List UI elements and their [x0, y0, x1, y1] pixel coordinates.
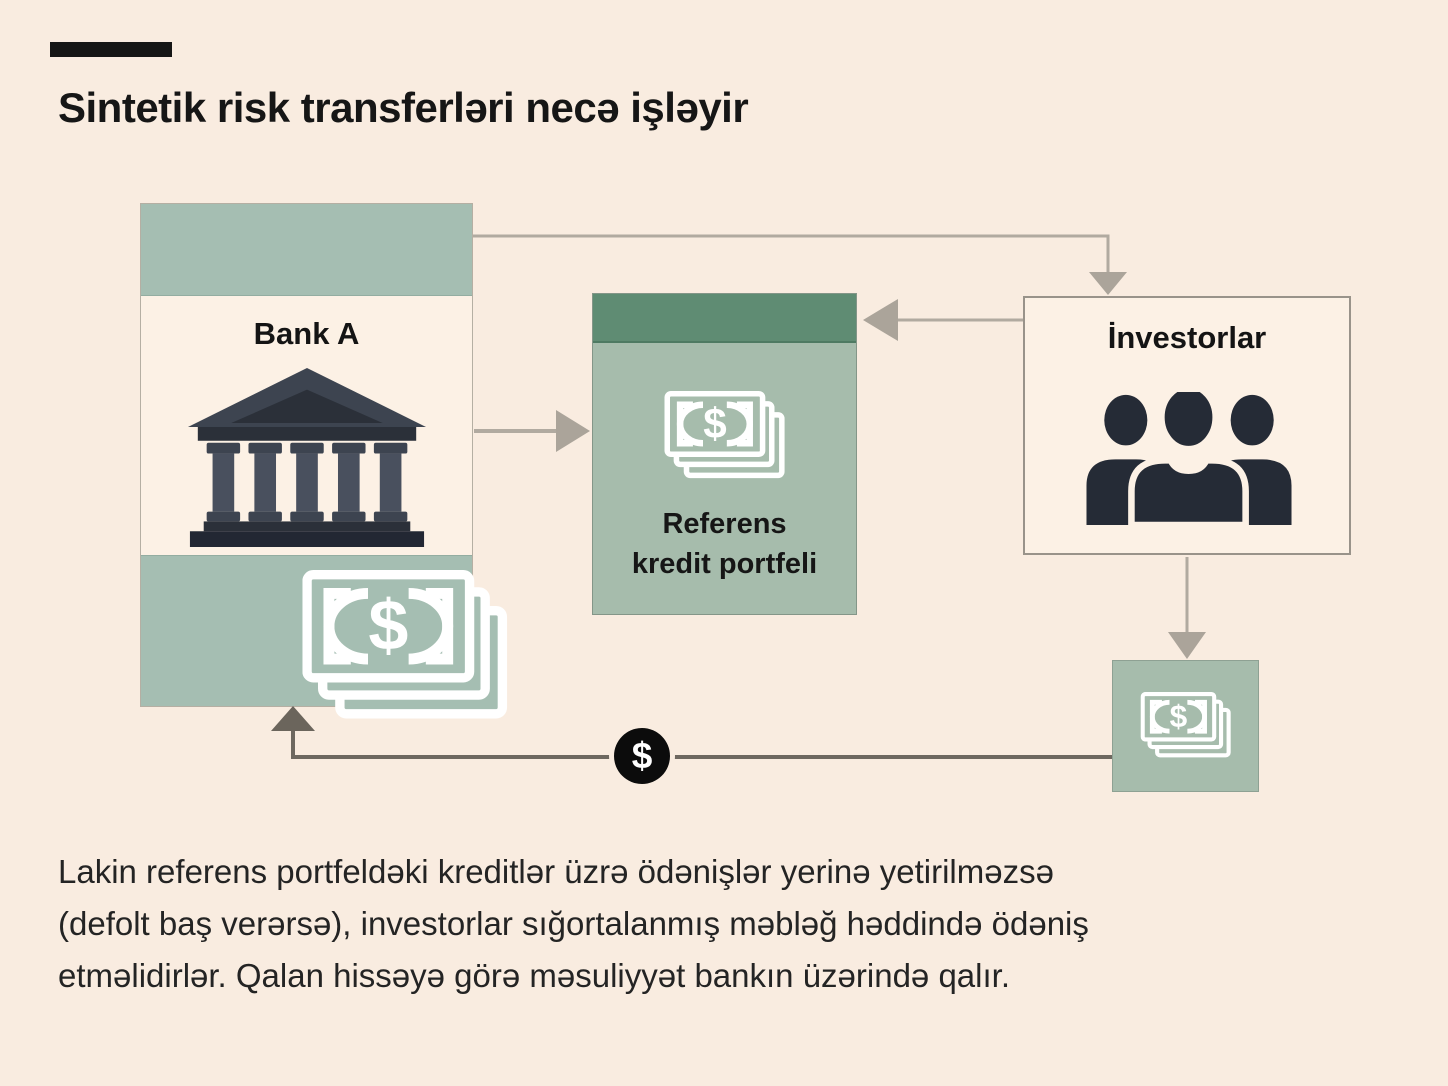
portfolio-label-line1: Referens: [662, 508, 787, 540]
bank-a-box: Bank A: [140, 203, 473, 707]
arrow-payout-to-bank: [291, 731, 1112, 759]
footer-paragraph: Lakin referens portfeldəki kreditlər üzr…: [58, 846, 1089, 1002]
title-accent-bar: [50, 42, 172, 57]
arrowhead-left-portfolio: [863, 299, 898, 341]
footer-line-1: Lakin referens portfeldəki kreditlər üzr…: [58, 853, 1054, 890]
bank-a-bottom-band: [141, 555, 472, 706]
bank-a-label: Bank A: [253, 316, 360, 351]
page-title: Sintetik risk transferləri necə işləyir: [58, 84, 749, 131]
arrowhead-down-payout: [1168, 632, 1206, 659]
banknotes-icon: [240, 570, 571, 720]
investors-box: İnvestorlar: [1023, 296, 1351, 555]
portfolio-label-line2: kredit portfeli: [631, 548, 818, 580]
banknotes-icon: [664, 391, 786, 479]
people-group-icon: [1086, 392, 1292, 525]
footer-line-3: etməlidirlər. Qalan hissəyə görə məsuliy…: [58, 957, 1010, 994]
arrowhead-right-portfolio: [556, 410, 590, 452]
portfolio-label: Referens kredit portfeli: [593, 504, 856, 584]
portfolio-header-band: [593, 294, 856, 343]
dollar-circle-icon: $: [614, 728, 670, 784]
footer-line-2: (defolt baş verərsə), investorlar sığort…: [58, 905, 1089, 942]
arrowhead-down-investors: [1089, 272, 1127, 295]
investors-label: İnvestorlar: [1107, 320, 1267, 355]
payout-box: [1112, 660, 1259, 792]
bank-building-icon: [187, 367, 427, 547]
banknotes-icon: [1140, 692, 1232, 758]
arrow-bank-to-investors: [473, 234, 1110, 274]
reference-portfolio-box: Referens kredit portfeli: [592, 293, 857, 615]
bank-a-top-band: [141, 204, 472, 296]
